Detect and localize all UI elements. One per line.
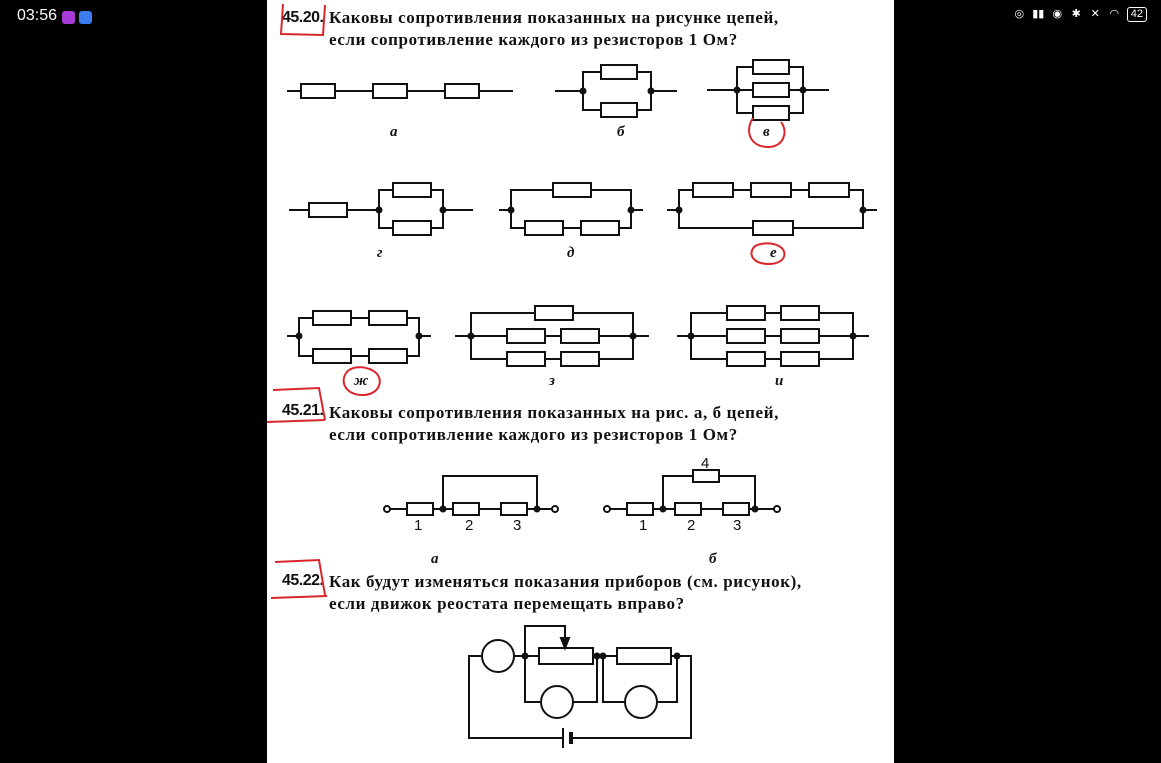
circuit-e	[667, 182, 877, 236]
bluetooth-icon: ✱	[1071, 8, 1081, 20]
problem-number-45-21: 45.21.	[282, 402, 324, 419]
problem-text-45-21-line1: Каковы сопротивления показанных на рис. …	[329, 403, 779, 422]
circuit-label: ж	[354, 373, 369, 389]
circuit-label: и	[775, 373, 784, 389]
circuit-d	[499, 182, 643, 236]
circuit-diagrams	[267, 3, 877, 748]
circuit-label: в	[763, 124, 770, 140]
circuit-label: е	[770, 245, 777, 261]
problem-text-45-20-line1: Каковы сопротивления показанных на рисун…	[329, 8, 779, 27]
circuit-v	[707, 59, 829, 121]
problem-text-45-22-line2: если движок реостата перемещать вправо?	[329, 594, 685, 613]
resistor-number: 1	[414, 517, 423, 534]
red-annotations	[267, 3, 786, 599]
circuit-z	[455, 305, 649, 367]
circuit-22	[468, 625, 692, 748]
book-icon: ▮▮	[1032, 8, 1045, 20]
problem-number-45-22: 45.22.	[282, 572, 324, 589]
circuit-21-a	[383, 475, 559, 516]
wb-app-icon	[62, 11, 75, 24]
nfc-icon: ◎	[1014, 8, 1025, 20]
status-time: 03:56	[17, 7, 58, 24]
problem-text-45-22-line1: Как будут изменяться показания приборов …	[329, 572, 802, 591]
messenger-app-icon	[79, 11, 92, 24]
resistor-number: 2	[465, 517, 474, 534]
resistor-number: 3	[733, 517, 742, 534]
resistor-number: 4	[701, 455, 710, 472]
resistor-number: 3	[513, 517, 522, 534]
circuit-label: г	[377, 245, 383, 261]
resistor-number: 2	[687, 517, 696, 534]
circuit-label: б	[617, 124, 625, 140]
textbook-page[interactable]: 45.20. Каковы сопротивления показанных н…	[267, 0, 894, 763]
wifi-icon: ◠	[1109, 8, 1120, 20]
circuit-label: а	[390, 124, 398, 140]
circuit-21-b	[603, 469, 781, 516]
eye-icon: ◉	[1052, 8, 1063, 20]
circuit-b	[555, 64, 677, 118]
circuit-zh	[287, 310, 431, 364]
resistor-number: 1	[639, 517, 648, 534]
mute-icon: ✕	[1090, 8, 1100, 20]
problem-number-45-20: 45.20.	[282, 9, 324, 26]
circuit-i	[677, 305, 869, 367]
problem-text-45-20-line2: если сопротивление каждого из резисторов…	[329, 30, 738, 49]
circuit-label: б	[709, 551, 717, 567]
circuit-a	[287, 83, 513, 99]
problem-text-45-21-line2: если сопротивление каждого из резисторов…	[329, 425, 738, 444]
circuit-g	[289, 182, 473, 236]
circuit-label: з	[549, 373, 555, 389]
battery-icon: 42	[1126, 7, 1147, 22]
circuit-label: а	[431, 551, 439, 567]
status-icons: ◎ ▮▮ ◉ ✱ ✕ ◠ 42	[1013, 7, 1147, 22]
circuit-label: д	[567, 245, 575, 261]
status-bar: 03:56 ◎ ▮▮ ◉ ✱ ✕ ◠ 42	[0, 0, 1161, 34]
